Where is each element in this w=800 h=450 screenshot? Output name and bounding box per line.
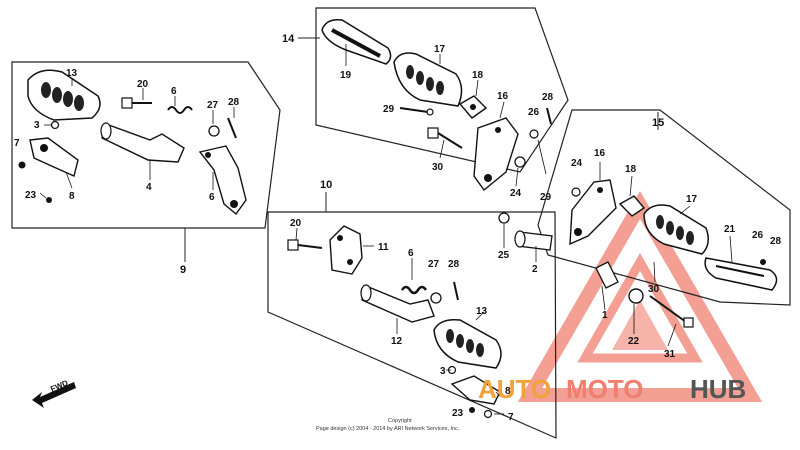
part-label-25: 25 <box>498 250 510 261</box>
part-label-28-right: 28 <box>770 236 782 247</box>
bolt-left <box>121 97 152 109</box>
watermark-part-auto: AUTO <box>478 374 551 404</box>
part-label-4: 4 <box>146 182 152 193</box>
watermark-logo-text: AUTO MOTO HUB <box>478 374 746 404</box>
part-label-16-top: 16 <box>497 91 509 102</box>
part-label-16-right: 16 <box>594 148 606 159</box>
part-label-28-top: 28 <box>542 92 554 103</box>
part-label-2: 2 <box>532 264 538 275</box>
part-label-26-top: 26 <box>528 107 540 118</box>
part-label-28-bottom: 28 <box>448 259 460 270</box>
footpeg-rubber-left <box>27 69 101 121</box>
group-label-10: 10 <box>320 179 332 191</box>
washers-bottom <box>430 281 493 419</box>
washers-right <box>498 187 766 265</box>
part-label-29-mid: 29 <box>540 192 552 203</box>
long-rubber-right <box>704 257 778 291</box>
pin-top <box>399 107 434 116</box>
spring-left <box>167 106 193 114</box>
group-frame-9 <box>11 61 281 262</box>
part-label-18-top: 18 <box>472 70 484 81</box>
part-label-13-left: 13 <box>66 68 78 79</box>
part-label-8-left: 8 <box>69 191 75 202</box>
footpeg-shaft-left <box>100 122 185 163</box>
part-label-29-top: 29 <box>383 104 395 115</box>
part-label-24-top: 24 <box>510 188 522 199</box>
part-label-1: 1 <box>602 310 608 321</box>
watermark-logo-shape <box>517 191 763 402</box>
copyright-text: Page design (c) 2004 - 2014 by ARI Netwo… <box>316 426 460 432</box>
holder-top <box>473 117 519 192</box>
washers-left <box>18 117 237 203</box>
part-label-3-bottom: 3 <box>440 366 446 377</box>
spring-bottom <box>400 285 428 295</box>
fwd-arrow-icon: FWD <box>32 378 76 408</box>
holder-right <box>569 179 617 246</box>
footpeg-rubber-bottom <box>433 318 502 369</box>
part-label-17-top: 17 <box>434 44 446 55</box>
holder-bottom <box>329 225 363 275</box>
part-label-12: 12 <box>391 336 403 347</box>
holder-left <box>198 145 247 216</box>
part-label-7-left: 7 <box>14 138 20 149</box>
part-label-11: 11 <box>378 242 389 253</box>
plate-right <box>618 195 646 217</box>
copyright-title: Copyright <box>388 418 412 424</box>
bolt-top <box>427 127 463 149</box>
group-label-15: 15 <box>652 117 664 129</box>
part-label-21: 21 <box>724 224 736 235</box>
group-frame-10 <box>267 192 557 439</box>
part-label-30-right: 30 <box>648 284 660 295</box>
part-label-23-left: 23 <box>25 190 37 201</box>
group-frame-15 <box>537 109 791 306</box>
part-label-18-right: 18 <box>625 164 637 175</box>
part-label-31: 31 <box>664 349 676 360</box>
shaft-bottom <box>360 284 435 323</box>
part-label-23-bottom: 23 <box>452 408 464 419</box>
part-label-22: 22 <box>628 336 640 347</box>
part-label-20-left: 20 <box>137 79 149 90</box>
part-label-17-right: 17 <box>686 194 698 205</box>
bolt-bottom <box>287 239 323 251</box>
part-label-24-mid: 24 <box>571 158 583 169</box>
part-label-27-bottom: 27 <box>428 259 440 270</box>
part-label-26-right: 26 <box>752 230 764 241</box>
shaft-right <box>514 230 553 251</box>
group-frame-14 <box>298 7 569 173</box>
part-label-28-left: 28 <box>228 97 240 108</box>
part-label-30-top: 30 <box>432 162 444 173</box>
part-label-13-bottom: 13 <box>476 306 488 317</box>
part-label-7-bottom: 7 <box>508 412 514 423</box>
part-label-3-left: 3 <box>34 120 40 131</box>
group-label-9: 9 <box>180 264 186 276</box>
part-label-6-left-spring: 6 <box>171 86 177 97</box>
footpeg-rubber-right <box>643 204 709 255</box>
watermark-part-moto: MOTO <box>566 374 644 404</box>
collar-right <box>595 261 694 328</box>
footpeg-bracket-left <box>29 137 79 177</box>
footpeg-rubber-top-long <box>321 18 392 65</box>
part-label-6-left-holder: 6 <box>209 192 215 203</box>
plate-top <box>458 95 488 119</box>
group-label-14: 14 <box>282 33 295 45</box>
watermark-part-hub: HUB <box>690 374 746 404</box>
leader-lines <box>39 44 733 415</box>
part-label-6-bottom: 6 <box>408 248 414 259</box>
washers-top <box>514 107 552 168</box>
part-label-27-left: 27 <box>207 100 219 111</box>
part-label-20-bottom: 20 <box>290 218 302 229</box>
footpeg-rubber-top <box>393 52 463 107</box>
part-label-8-bottom: 8 <box>505 386 511 397</box>
part-label-19: 19 <box>340 70 352 81</box>
bracket-bottom <box>450 375 501 405</box>
